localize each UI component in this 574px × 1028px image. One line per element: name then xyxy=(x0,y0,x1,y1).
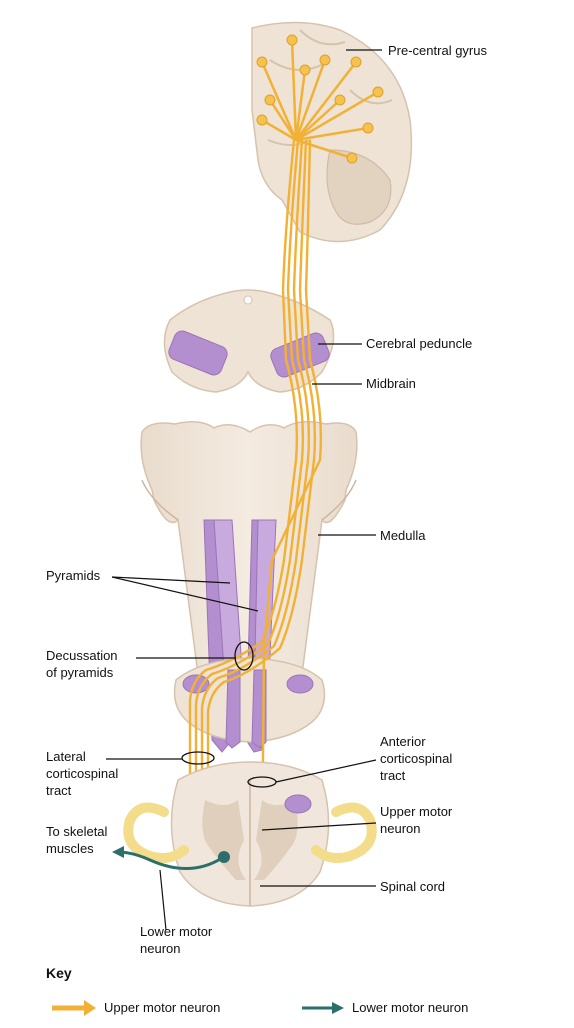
key-upper-motor-neuron: Upper motor neuron xyxy=(104,1000,220,1015)
spinal-cord-section xyxy=(123,761,377,907)
label-decussation-2: of pyramids xyxy=(46,665,114,680)
upper-motor-neuron-arrow-icon xyxy=(52,1000,96,1016)
cortical-neuron-cell-bodies xyxy=(256,34,384,164)
label-upper-motor-2: neuron xyxy=(380,821,420,836)
label-decussation-1: Decussation xyxy=(46,648,118,663)
label-spinal-cord: Spinal cord xyxy=(380,879,445,894)
key-lower-motor-neuron: Lower motor neuron xyxy=(352,1000,468,1015)
label-lower-motor-2: neuron xyxy=(140,941,180,956)
label-precentral-gyrus: Pre-central gyrus xyxy=(388,43,487,58)
upper-motor-neuron-bundle xyxy=(188,139,323,861)
label-pyramids: Pyramids xyxy=(46,568,101,583)
label-midbrain: Midbrain xyxy=(366,376,416,391)
lower-motor-neuron xyxy=(112,846,230,870)
label-anterior-1: Anterior xyxy=(380,734,426,749)
label-skeletal-2: muscles xyxy=(46,841,94,856)
precentral-gyrus-section xyxy=(251,21,413,243)
label-lower-motor-1: Lower motor xyxy=(140,924,213,939)
lower-motor-neuron-arrow-icon xyxy=(302,1002,344,1014)
label-skeletal-1: To skeletal xyxy=(46,824,108,839)
key-legend: Key Upper motor neuron Lower motor neuro… xyxy=(46,965,468,1016)
cortical-neuron-tree xyxy=(260,39,379,160)
label-lateral-2: corticospinal xyxy=(46,766,118,781)
label-cerebral-peduncle: Cerebral peduncle xyxy=(366,336,472,351)
label-lateral-1: Lateral xyxy=(46,749,86,764)
label-lateral-3: tract xyxy=(46,783,72,798)
leader-lines xyxy=(106,49,382,931)
label-medulla: Medulla xyxy=(380,528,426,543)
label-upper-motor-1: Upper motor xyxy=(380,804,453,819)
key-title: Key xyxy=(46,965,72,981)
label-anterior-3: tract xyxy=(380,768,406,783)
label-anterior-2: corticospinal xyxy=(380,751,452,766)
